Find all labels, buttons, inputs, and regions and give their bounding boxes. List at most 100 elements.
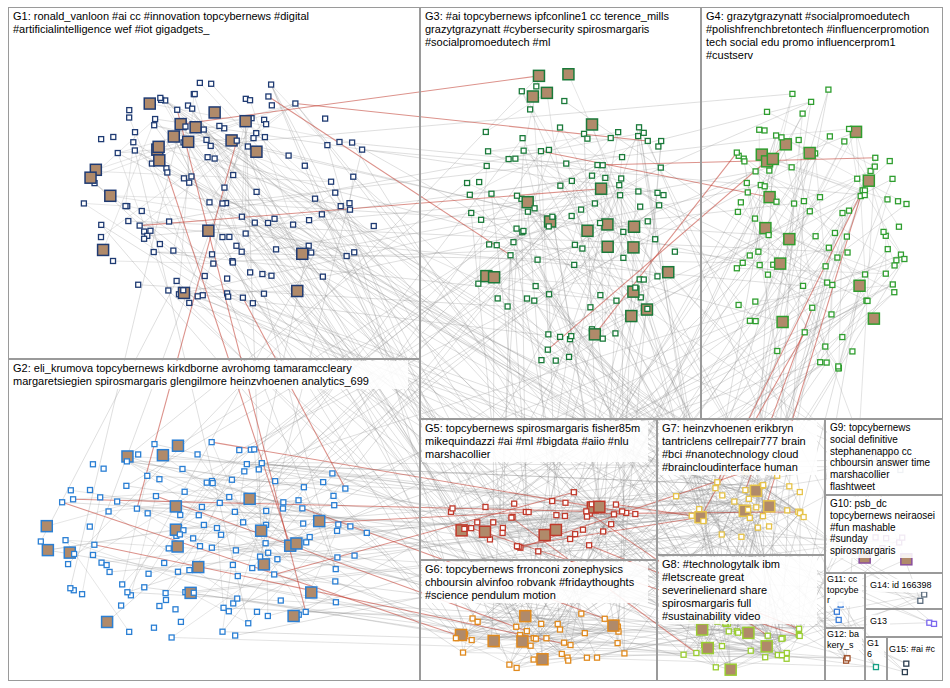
vertex-icon [170,501,181,512]
edge-line [295,103,647,140]
vertex-icon [629,221,640,232]
vertex-icon [488,636,499,647]
vertex-icon [533,636,538,641]
vertex-icon [653,237,658,242]
vertex-icon [262,135,267,140]
vertex-icon [809,99,814,104]
vertex-icon [348,524,353,529]
edge-line [152,164,205,276]
vertex-icon [765,109,770,114]
edge-line [341,206,702,629]
vertex-icon [98,244,109,255]
vertex-icon [157,450,168,461]
edge-line [568,74,657,276]
vertex-icon [214,526,219,531]
vertex-icon [904,202,909,207]
edge-line [477,522,520,547]
edge-line [127,461,513,517]
vertex-icon [132,148,137,153]
edge-line [572,216,704,521]
vertex-icon [163,591,168,596]
edge-line [737,153,815,268]
vertex-icon [546,224,551,229]
vertex-icon [300,506,305,511]
edge-line [524,151,572,181]
vertex-icon [801,283,806,288]
vertex-icon [616,130,621,135]
vertex-icon [133,130,138,135]
vertex-icon [234,138,239,143]
vertex-icon [280,506,285,511]
vertex-icon [252,447,257,452]
vertex-icon [868,313,879,324]
vertex-icon [248,98,253,103]
vertex-icon [314,516,325,527]
vertex-icon [636,134,641,139]
edge-line [497,245,783,322]
edge-line [538,260,570,339]
vertex-icon [293,101,298,106]
vertex-icon [256,467,261,472]
vertex-icon [641,277,646,282]
vertex-icon [550,524,561,535]
edge-line [243,298,345,489]
vertex-icon [580,246,585,251]
vertex-icon [584,514,589,519]
vertex-icon [827,134,832,139]
group-label: G1: ronald_vanloon #ai cc #innovation to… [10,9,353,37]
edge-line [548,144,786,349]
vertex-icon [754,505,759,510]
vertex-icon [507,662,512,667]
vertex-icon [537,654,548,665]
vertex-icon [539,621,544,626]
vertex-icon [536,549,541,554]
vertex-icon [726,629,731,634]
vertex-icon [291,222,296,227]
vertex-icon [725,664,736,675]
vertex-icon [633,285,638,290]
vertex-icon [863,175,874,186]
edge-line [741,202,838,366]
vertex-icon [546,147,551,152]
vertex-icon [755,525,760,530]
group-box: G1: ronald_vanloon #ai cc #innovation to… [8,7,420,359]
vertex-icon [151,625,156,630]
edge-line [135,150,311,252]
vertex-icon [564,161,569,166]
vertex-icon [790,91,795,96]
edge-line [704,645,786,659]
edge-line [676,496,745,510]
edge-line [127,206,354,252]
edge-line [722,646,787,659]
edge-line [467,183,608,247]
vertex-icon [720,644,725,649]
edge-line [159,147,350,210]
vertex-icon [211,261,216,266]
vertex-icon [489,191,494,196]
vertex-icon [645,138,650,143]
vertex-icon [546,332,551,337]
vertex-icon [568,643,573,648]
vertex-icon [761,641,772,652]
group-box: G10: psb_dc topcybernews neiraosei #fun … [825,495,943,573]
edge-line [494,132,856,277]
edge-line [856,132,861,196]
vertex-icon [761,483,766,488]
vertex-icon [585,136,590,141]
vertex-icon [254,131,259,136]
vertex-icon [767,168,772,173]
edge-line [572,203,595,216]
vertex-icon [319,212,324,217]
vertex-icon [744,180,749,185]
vertex-icon [87,488,92,493]
vertex-icon [596,183,607,194]
vertex-icon [237,448,242,453]
vertex-icon [844,656,849,661]
vertex-icon [125,590,130,595]
vertex-icon [608,620,619,631]
vertex-icon [797,490,802,495]
vertex-icon [99,222,104,227]
vertex-icon [127,108,132,113]
vertex-icon [302,163,307,168]
vertex-icon [748,648,753,653]
